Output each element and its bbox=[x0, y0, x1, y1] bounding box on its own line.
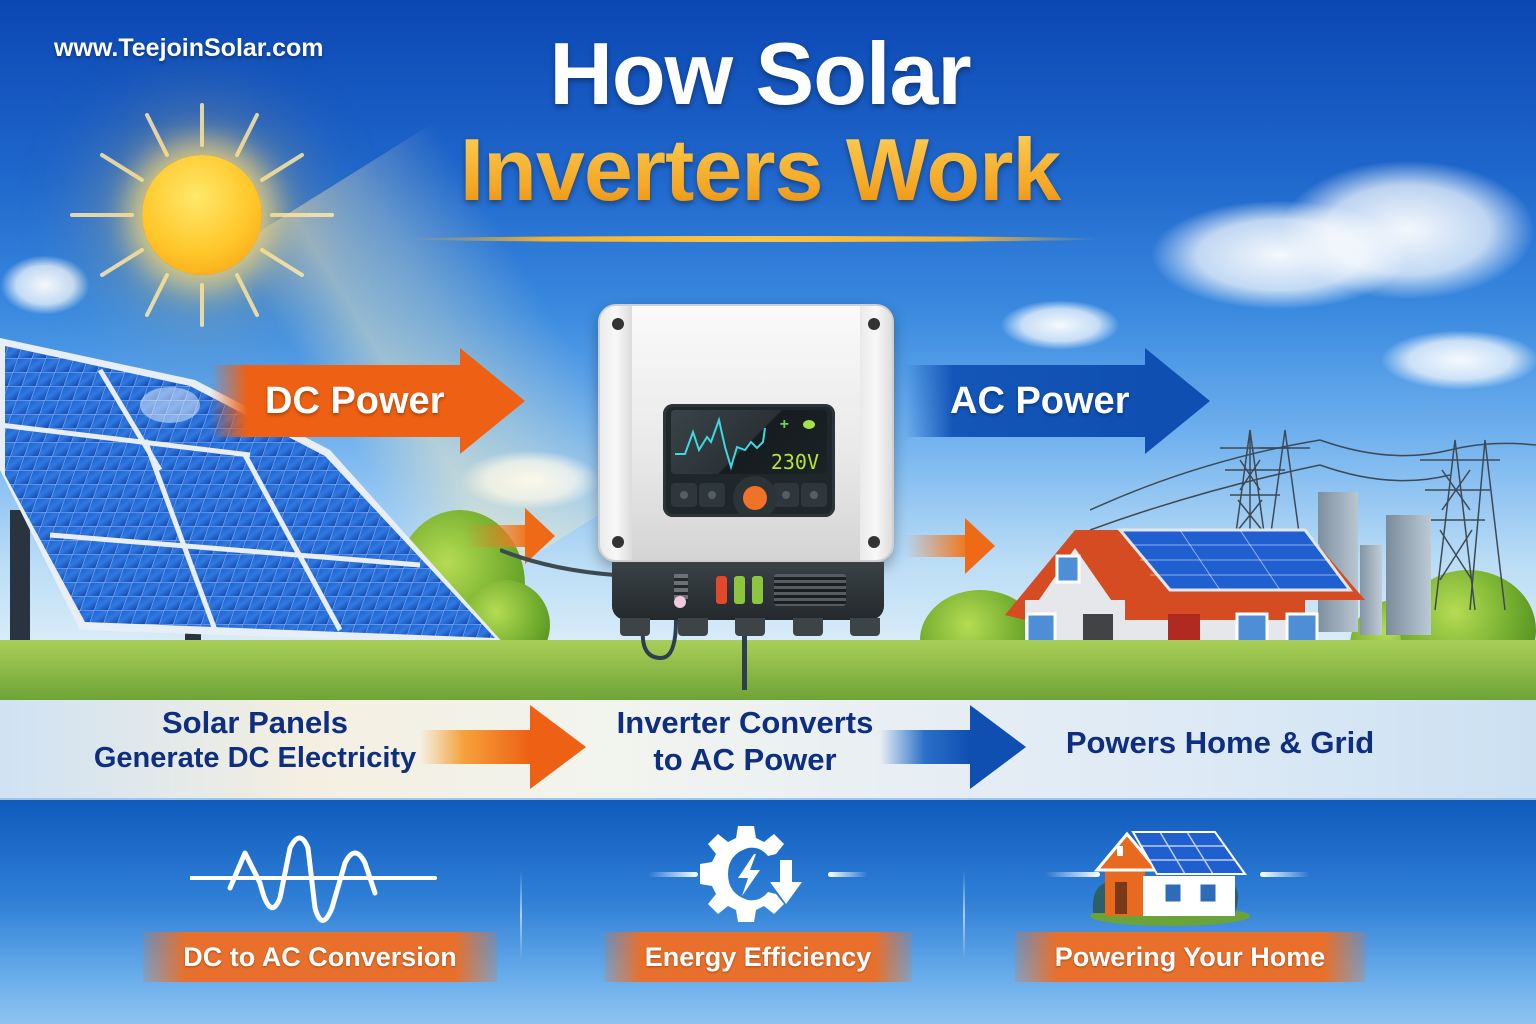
dash-line bbox=[1260, 872, 1310, 877]
dash-line bbox=[828, 872, 868, 877]
title-line-1: How Solar bbox=[549, 24, 971, 123]
ac-cable bbox=[742, 636, 747, 690]
arrow-head-icon bbox=[530, 705, 586, 789]
sine-wave-icon bbox=[190, 835, 437, 923]
title-underline bbox=[410, 236, 1100, 242]
divider bbox=[520, 870, 522, 960]
feature-energy-efficiency: Energy Efficiency bbox=[538, 800, 978, 1024]
site-url: www.TeejoinSolar.com bbox=[54, 34, 324, 62]
arrow-head-icon bbox=[970, 705, 1026, 789]
voltage-readout: 230V bbox=[770, 450, 819, 474]
flow-arrow-orange bbox=[420, 705, 586, 789]
inverter-power-knob[interactable] bbox=[733, 476, 777, 517]
indicator-red bbox=[716, 576, 727, 604]
indicator-green bbox=[734, 576, 745, 604]
status-led bbox=[803, 420, 815, 429]
status-symbol: + bbox=[779, 416, 789, 433]
cloud bbox=[1280, 160, 1536, 300]
inverter-base bbox=[612, 562, 884, 620]
flow-step-2-line1: Inverter Converts bbox=[616, 705, 874, 740]
waveform-icon bbox=[675, 416, 766, 471]
sun-icon bbox=[142, 155, 262, 275]
loop-cable bbox=[640, 619, 678, 661]
flow-step-2: Inverter Converts to AC Power bbox=[600, 704, 890, 778]
cloud bbox=[1000, 300, 1120, 350]
pink-led bbox=[674, 596, 686, 608]
hero-scene bbox=[0, 0, 1536, 700]
arrow-head-icon bbox=[525, 508, 555, 564]
dash-line bbox=[1045, 872, 1100, 877]
screw-icon bbox=[868, 318, 880, 330]
ac-power-arrow: AC Power bbox=[905, 348, 1210, 454]
dash-line bbox=[648, 872, 698, 877]
inverter-button[interactable] bbox=[801, 483, 827, 507]
inverter-to-house-arrow bbox=[905, 518, 995, 574]
indicator-green bbox=[752, 576, 763, 604]
screw-icon bbox=[868, 536, 880, 548]
gear-lightning-icon bbox=[700, 826, 802, 922]
page-title: How Solar Inverters Work bbox=[380, 30, 1140, 214]
flow-step-3-line1: Powers Home & Grid bbox=[1065, 725, 1375, 760]
solar-panel-array bbox=[0, 338, 505, 660]
grass-ground bbox=[0, 640, 1536, 700]
city-building bbox=[1360, 545, 1382, 635]
arrow-head-icon bbox=[965, 518, 995, 574]
process-flow-band bbox=[0, 700, 1536, 800]
flow-step-1: Solar Panels Generate DC Electricity bbox=[80, 704, 430, 776]
inverter-button[interactable] bbox=[699, 483, 725, 507]
inverter-screen: + 230V bbox=[671, 410, 827, 474]
feature-label: DC to AC Conversion bbox=[143, 932, 497, 982]
feature-label: Energy Efficiency bbox=[604, 932, 912, 982]
dc-power-label: DC Power bbox=[210, 365, 460, 437]
feature-dc-to-ac: DC to AC Conversion bbox=[100, 800, 540, 1024]
flow-arrow-blue bbox=[880, 705, 1026, 789]
screw-icon bbox=[612, 318, 624, 330]
cloud bbox=[1380, 330, 1536, 390]
panel-to-inverter-arrow bbox=[465, 508, 555, 564]
ac-power-label: AC Power bbox=[905, 365, 1145, 437]
arrow-head-icon bbox=[460, 348, 525, 454]
screw-icon bbox=[612, 536, 624, 548]
inverter-button[interactable] bbox=[671, 483, 697, 507]
inverter-ports bbox=[620, 618, 880, 638]
cloud bbox=[460, 450, 600, 510]
divider bbox=[963, 870, 965, 960]
solar-inverter: + 230V bbox=[598, 304, 894, 562]
power-grid-icon bbox=[1090, 429, 1536, 611]
sun-rays-icon bbox=[70, 103, 334, 327]
feature-label: Powering Your Home bbox=[1014, 932, 1366, 982]
flow-step-2-line2: to AC Power bbox=[653, 742, 837, 778]
arrow-head-icon bbox=[1145, 348, 1210, 454]
status-lights bbox=[674, 574, 688, 602]
solar-house-icon bbox=[1090, 831, 1250, 926]
cooling-vent bbox=[774, 574, 846, 606]
flow-step-1-line1: Solar Panels bbox=[161, 705, 349, 740]
inverter-display: + 230V bbox=[663, 404, 835, 517]
features-section: DC to AC Conversion Energy Efficiency bbox=[0, 800, 1536, 1024]
flow-step-3: Powers Home & Grid bbox=[1040, 724, 1400, 761]
dc-power-arrow: DC Power bbox=[210, 348, 525, 454]
flow-step-1-line2: Generate DC Electricity bbox=[93, 742, 417, 775]
title-line-2: Inverters Work bbox=[380, 126, 1140, 214]
inverter-button[interactable] bbox=[773, 483, 799, 507]
cloud bbox=[0, 255, 90, 315]
feature-powering-home: Powering Your Home bbox=[970, 800, 1410, 1024]
dc-cable bbox=[500, 548, 616, 577]
city-building bbox=[1386, 515, 1431, 635]
